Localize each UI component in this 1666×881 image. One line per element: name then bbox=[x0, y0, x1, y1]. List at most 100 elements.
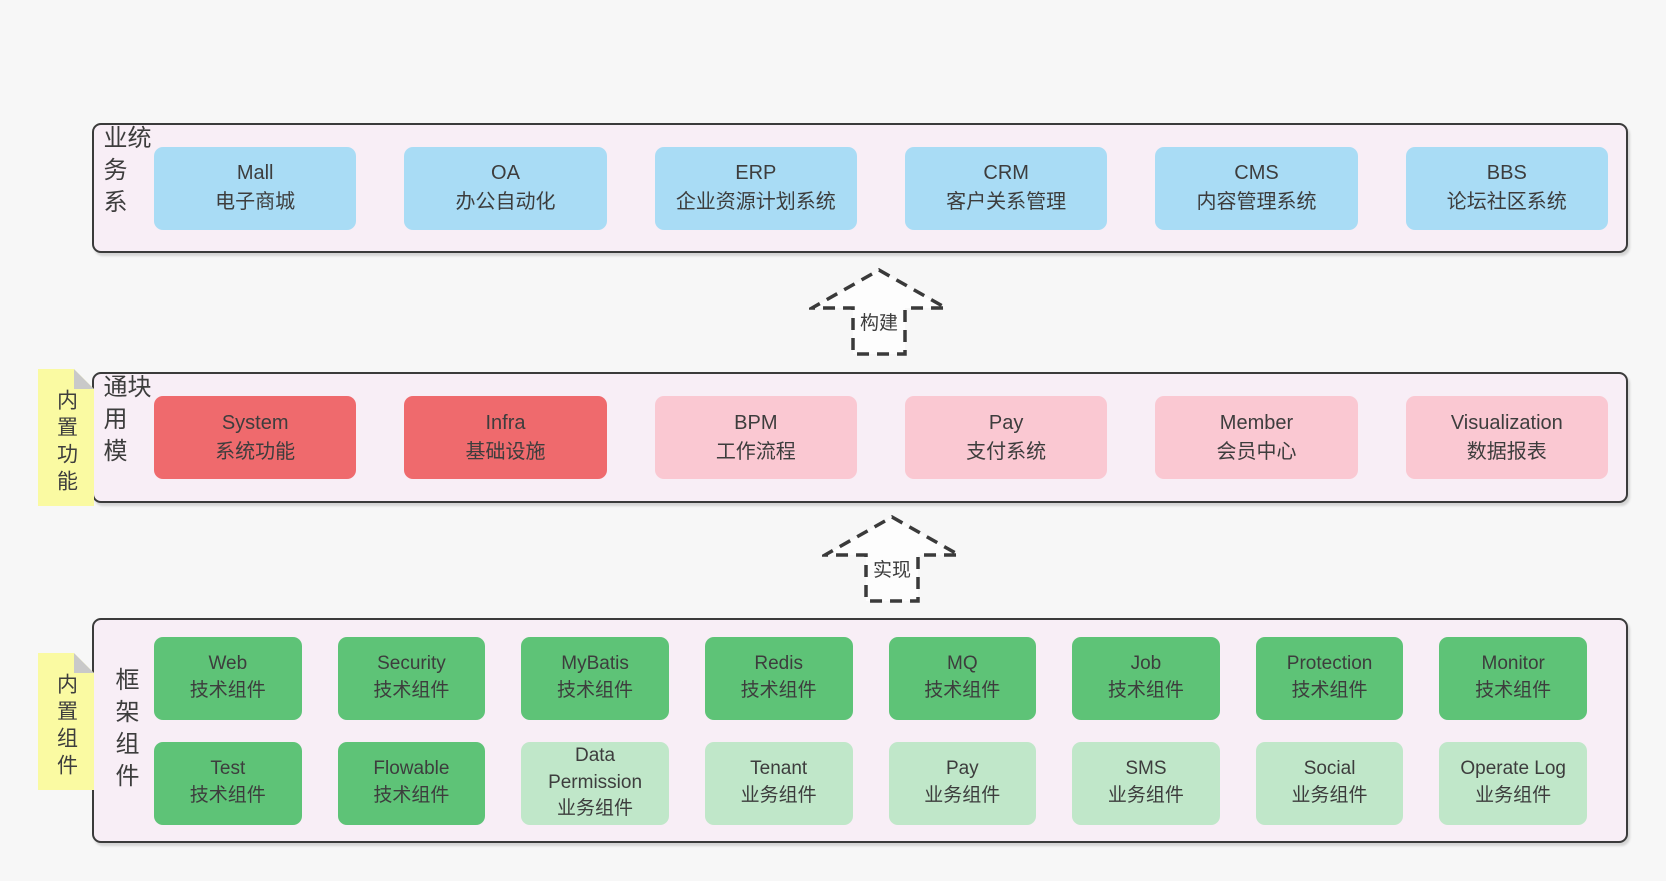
module-desc: 会员中心 bbox=[1216, 440, 1297, 463]
module-name: Pay bbox=[945, 758, 979, 780]
module-box-job: Job 技术组件 bbox=[1072, 636, 1220, 720]
module-name: CMS bbox=[1234, 162, 1279, 184]
layer-boxes: Mall 电子商城 OA 办公自动化 ERP 企业资源计划系统 CRM 客户关系管理 CMS 内容… bbox=[154, 125, 1626, 251]
module-box-pay: Pay 支付系统 bbox=[904, 396, 1108, 479]
module-box-infra: Infra 基础设施 bbox=[404, 396, 607, 479]
layer-label-text: 通用模块 bbox=[99, 374, 150, 470]
layer-label-common-modules: 通用模块 bbox=[94, 374, 154, 501]
module-name: Test bbox=[210, 758, 246, 780]
module-desc: 企业资源计划系统 bbox=[675, 191, 836, 213]
sticky-note-text: 内置组件 bbox=[54, 672, 78, 781]
layer-label-business-systems: 业务系统 bbox=[94, 125, 154, 251]
module-desc: 技术组件 bbox=[557, 680, 634, 701]
module-desc: 业务组件 bbox=[557, 798, 634, 820]
module-desc: 技术组件 bbox=[189, 785, 266, 806]
module-name: Redis bbox=[754, 653, 803, 675]
module-name: Pay bbox=[988, 411, 1024, 434]
arrow-label: 实现 bbox=[868, 554, 916, 583]
note-fold-corner-icon bbox=[74, 369, 94, 389]
module-box-oa: OA 办公自动化 bbox=[404, 146, 607, 230]
module-desc: 支付系统 bbox=[966, 440, 1047, 463]
module-name: BPM bbox=[734, 411, 778, 434]
module-name: Web bbox=[208, 653, 248, 675]
module-box-sms: SMS 业务组件 bbox=[1072, 741, 1220, 825]
module-desc: 技术组件 bbox=[1475, 680, 1552, 701]
arrow-implement: 实现 bbox=[822, 514, 962, 604]
module-name: Visualization bbox=[1450, 411, 1563, 434]
module-desc: 内容管理系统 bbox=[1196, 191, 1317, 213]
module-name: Operate Log bbox=[1460, 758, 1566, 780]
module-desc: 技术组件 bbox=[1107, 680, 1184, 701]
module-box-bpm: BPM 工作流程 bbox=[654, 396, 857, 479]
layer-label-framework-components: 框架组件 bbox=[94, 620, 154, 841]
arrow-build: 构建 bbox=[809, 267, 949, 357]
module-desc: 客户关系管理 bbox=[946, 191, 1067, 213]
module-name: Job bbox=[1130, 653, 1162, 675]
module-desc: 技术组件 bbox=[189, 680, 266, 701]
layer-label-text: 业务系统 bbox=[99, 125, 150, 221]
module-desc: 论坛社区系统 bbox=[1446, 191, 1567, 213]
module-desc: 技术组件 bbox=[373, 680, 450, 701]
module-desc: 业务组件 bbox=[1475, 785, 1552, 806]
module-desc: 办公自动化 bbox=[455, 191, 556, 213]
module-box-social: Social 业务组件 bbox=[1255, 741, 1404, 825]
module-name: Data Permission bbox=[548, 745, 643, 793]
module-name: BBS bbox=[1486, 162, 1527, 184]
module-box-data-permission: Data Permission 业务组件 bbox=[521, 741, 669, 825]
layer-business-systems: 业务系统 Mall 电子商城 OA 办公自动化 ERP 企业资源计划系统 CRM 客户关系管理… bbox=[92, 123, 1628, 253]
note-fold-corner-icon bbox=[74, 653, 94, 673]
module-name: Social bbox=[1303, 758, 1356, 780]
module-box-visualization: Visualization 数据报表 bbox=[1405, 396, 1608, 479]
module-desc: 技术组件 bbox=[373, 785, 450, 806]
module-box-erp: ERP 企业资源计划系统 bbox=[654, 146, 857, 230]
module-box-pay: Pay 业务组件 bbox=[888, 741, 1037, 825]
module-box-test: Test 技术组件 bbox=[154, 741, 302, 825]
module-box-web: Web 技术组件 bbox=[154, 636, 302, 720]
module-name: System bbox=[221, 411, 289, 434]
module-name: Infra bbox=[485, 411, 526, 434]
module-desc: 电子商城 bbox=[215, 191, 296, 213]
module-name: Mall bbox=[236, 162, 274, 184]
arrow-label: 构建 bbox=[855, 307, 903, 336]
module-box-cms: CMS 内容管理系统 bbox=[1155, 146, 1358, 230]
module-desc: 技术组件 bbox=[1291, 680, 1368, 701]
module-name: ERP bbox=[735, 162, 777, 184]
module-box-system: System 系统功能 bbox=[154, 396, 357, 479]
module-name: CRM bbox=[983, 162, 1029, 184]
module-box-operate-log: Operate Log 业务组件 bbox=[1439, 741, 1587, 825]
module-desc: 业务组件 bbox=[924, 785, 1001, 806]
module-desc: 业务组件 bbox=[740, 785, 817, 806]
module-box-crm: CRM 客户关系管理 bbox=[904, 146, 1108, 230]
module-row: Mall 电子商城 OA 办公自动化 ERP 企业资源计划系统 CRM 客户关系管理 CMS 内容… bbox=[154, 146, 1608, 230]
module-box-bbs: BBS 论坛社区系统 bbox=[1405, 146, 1608, 230]
module-name: SMS bbox=[1125, 758, 1167, 780]
module-desc: 工作流程 bbox=[715, 440, 796, 463]
module-box-flowable: Flowable 技术组件 bbox=[337, 741, 486, 825]
sticky-note-built-in-components: 内置组件 bbox=[38, 653, 94, 790]
layer-common-modules: 通用模块 System 系统功能 Infra 基础设施 BPM 工作流程 Pay 支付系统 Me… bbox=[92, 372, 1628, 503]
module-name: OA bbox=[491, 162, 520, 184]
module-desc: 数据报表 bbox=[1466, 440, 1547, 463]
module-desc: 业务组件 bbox=[1291, 785, 1368, 806]
module-name: MyBatis bbox=[561, 653, 629, 675]
module-desc: 业务组件 bbox=[1107, 785, 1184, 806]
module-name: Monitor bbox=[1481, 653, 1545, 675]
module-desc: 基础设施 bbox=[465, 440, 546, 463]
module-name: MQ bbox=[947, 653, 978, 675]
module-desc: 系统功能 bbox=[215, 440, 296, 463]
sticky-note-text: 内置功能 bbox=[54, 388, 78, 497]
module-box-mybatis: MyBatis 技术组件 bbox=[521, 636, 669, 720]
module-name: Flowable bbox=[373, 758, 450, 780]
